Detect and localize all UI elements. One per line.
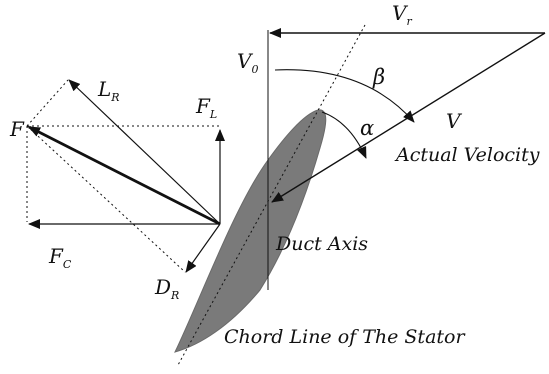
duct-axis-label: Duct Axis [275, 233, 368, 255]
lr-label: LR [97, 77, 120, 104]
beta-arc [274, 69, 415, 123]
fl-label: FL [195, 94, 217, 121]
dr-label: DR [154, 275, 179, 302]
lr-force-vector [68, 79, 221, 225]
stator-blade [174, 109, 327, 353]
resultant-force-vector [28, 125, 221, 226]
actual-velocity-label: Actual Velocity [394, 144, 540, 166]
v0-label: V0 [237, 49, 258, 76]
alpha-arc [321, 111, 367, 159]
vr-label: Vr [392, 1, 412, 28]
alpha-label: α [360, 116, 374, 140]
fc-label: FC [48, 244, 72, 271]
beta-label: β [372, 65, 385, 89]
chord-line-label: Chord Line of The Stator [224, 326, 466, 348]
v-label: V [446, 109, 463, 133]
f-label: F [9, 117, 25, 141]
force-construction-lines [26, 79, 220, 273]
dr-force-vector [185, 223, 221, 273]
